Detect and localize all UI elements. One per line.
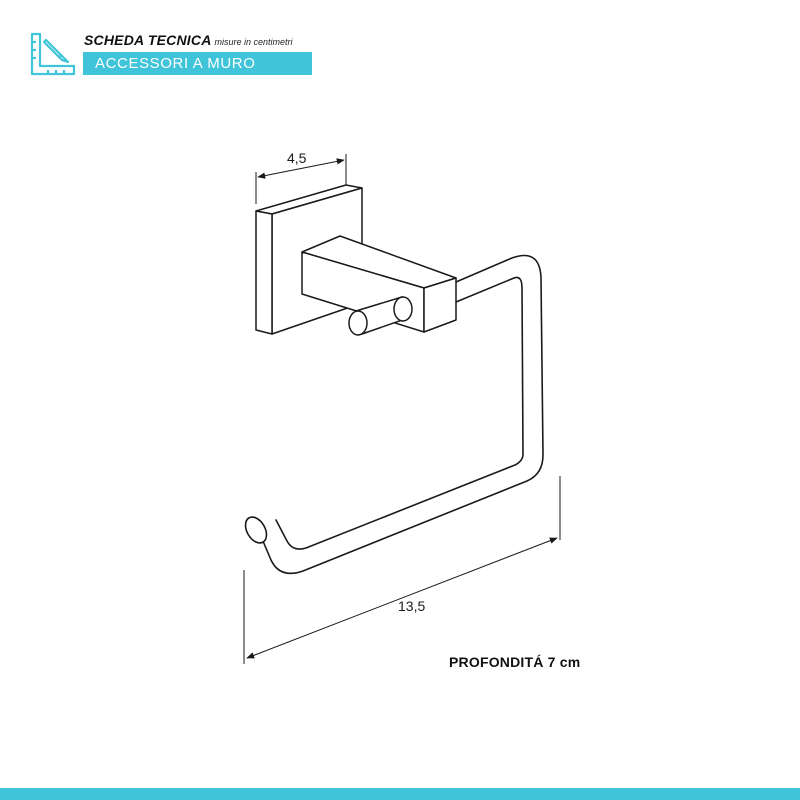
ruler-pencil-icon — [30, 32, 76, 76]
dimension-bottom — [243, 476, 561, 664]
header-title-main: SCHEDA TECNICA — [84, 32, 212, 48]
round-rod — [348, 296, 413, 336]
bottom-accent-bar — [0, 788, 800, 800]
dimension-top-label: 4,5 — [287, 150, 307, 166]
depth-note: PROFONDITÁ 7 cm — [449, 654, 581, 670]
dimension-bottom-label: 13,5 — [398, 598, 426, 614]
header-title-sub: misure in centimetri — [214, 37, 293, 47]
dimension-top — [255, 154, 347, 204]
category-badge: ACCESSORI A MURO — [83, 52, 312, 75]
